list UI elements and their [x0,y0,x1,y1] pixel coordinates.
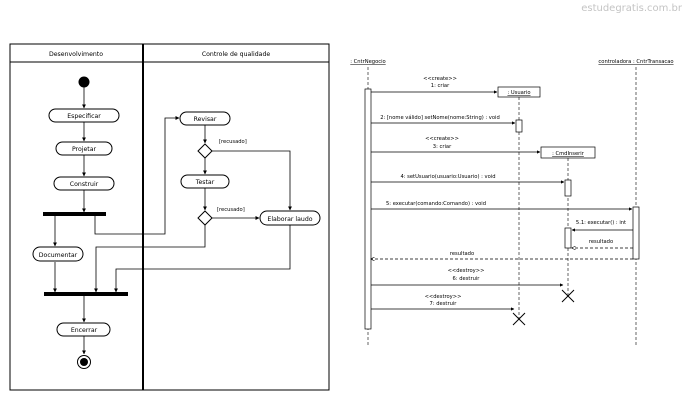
msg-4-label: 4: setUsuario(usuario:Usuario) : void [400,174,495,180]
msg-2-label: 2: [nome válido] setNome(nome:String) : … [380,114,500,121]
action-testar [180,174,230,189]
decision-node-revisar [197,143,213,159]
action-construir [53,176,115,191]
activation-cmd-inserir-1 [564,179,572,197]
msg-6-stereotype: <<destroy>> [448,268,485,274]
lane-desenvolvimento: Desenvolvimento [49,51,103,58]
fork-bar [43,212,106,216]
final-node [77,355,91,369]
object-cmd-inserir-label: : CmdInserir [552,151,585,157]
activation-usuario [515,119,523,133]
destroy-usuario [512,312,526,326]
activation-ctrl-negocio [364,88,372,330]
action-documentar-label: Documentar [39,252,78,259]
action-construir-label: Construir [70,181,99,188]
initial-node [78,76,90,88]
guard-recusado-2: [recusado] [217,207,245,213]
action-revisar [179,111,231,126]
lane-controle-de-qualidade: Controle de qualidade [202,51,271,58]
activity-diagram: Desenvolvimento Controle de qualidade Es… [9,43,330,391]
guard-recusado-1: [recusado] [219,139,247,145]
object-usuario [497,86,541,98]
return-resultado-label: resultado [450,251,474,257]
join-bar [44,292,128,296]
decision-node-testar [197,210,213,226]
activation-cmd-inserir-2 [564,227,572,249]
object-usuario-label: : Usuario [507,90,530,96]
action-revisar-label: Revisar [194,116,217,123]
action-elaborar-laudo-label: Elaborar laudo [267,216,312,223]
lifeline-controladora-label: controladora : CntrTransacao [598,59,673,65]
action-projetar [55,141,113,156]
object-cmd-inserir [540,146,596,159]
action-especificar [48,108,120,123]
action-encerrar-label: Encerrar [71,327,98,334]
msg-5-1-label: 5.1: executar() : int [576,220,626,226]
destroy-cmd-inserir [561,289,575,303]
lifeline-ctrl-negocio-label: : CntrNegocio [350,59,385,65]
activation-controladora [632,206,640,260]
action-especificar-label: Especificar [67,113,101,120]
action-projetar-label: Projetar [72,146,97,153]
msg-1-stereotype: <<create>> [423,76,457,82]
msg-6-label: 6: destruir [453,276,481,282]
msg-7-stereotype: <<destroy>> [425,294,462,300]
action-encerrar [56,322,111,337]
action-testar-label: Testar [195,179,215,186]
watermark: estudegratis.com.br [581,3,683,14]
swimlane-frame [9,43,330,391]
msg-1-label: 1: criar [431,83,450,89]
msg-5-label: 5: executar(comando:Comando) : void [386,201,486,207]
sequence-diagram: : CntrNegocio controladora : CntrTransac… [350,59,674,347]
msg-3-stereotype: <<create>> [425,136,459,142]
return-resultado-inner-label: resultado [589,239,613,245]
action-documentar [32,246,84,262]
msg-3-label: 3: criar [433,144,452,150]
msg-7-label: 7: destruir [430,301,458,307]
action-elaborar-laudo [259,210,321,226]
